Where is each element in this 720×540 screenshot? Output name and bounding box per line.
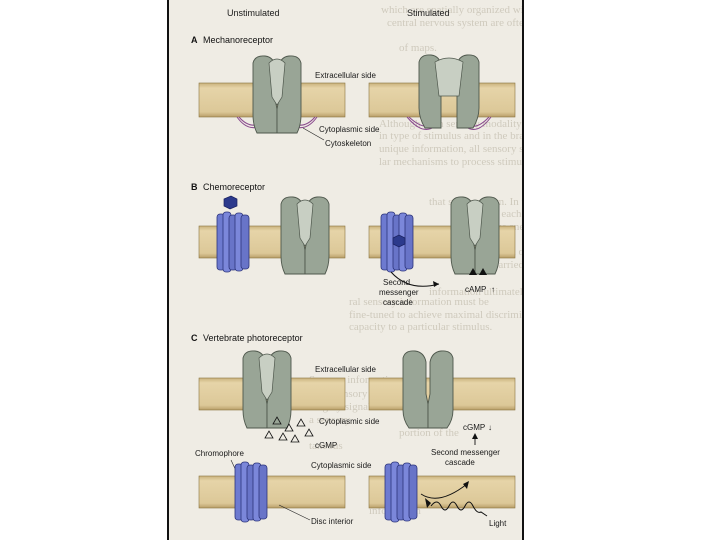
- chemoreceptor-unbound: [217, 212, 249, 272]
- label-second-c-2: cascade: [445, 458, 475, 467]
- panel-c-title: Vertebrate photoreceptor: [203, 333, 303, 343]
- label-cytoplasmic-a: Cytoplasmic side: [319, 125, 380, 134]
- textbook-page: which are spatially organized within the…: [167, 0, 524, 540]
- label-extracellular-a: Extracellular side: [315, 71, 376, 80]
- label-cytoskeleton: Cytoskeleton: [325, 139, 371, 148]
- header-stimulated: Stimulated: [407, 8, 450, 18]
- mechanoreceptor-channel-closed: [253, 56, 301, 133]
- chemo-channel-open: [451, 197, 499, 274]
- photo-channel-open: [243, 351, 291, 428]
- label-cgmp-right: cGMP: [463, 423, 485, 432]
- label-cgmp-left: cGMP: [315, 441, 337, 450]
- panel-b-title: Chemoreceptor: [203, 182, 265, 192]
- disc-membrane-left: [199, 476, 345, 508]
- rhodopsin-activated: [385, 462, 417, 522]
- panel-b-letter: B: [191, 182, 198, 192]
- label-cytoplasmic-c-2: Cytoplasmic side: [311, 461, 372, 470]
- label-light: Light: [489, 519, 507, 528]
- camp-up-arrow-icon: ↑: [491, 285, 495, 294]
- label-second-c-1: Second messenger: [431, 448, 500, 457]
- label-second-b-2: messenger: [379, 288, 419, 297]
- header-unstimulated: Unstimulated: [227, 8, 280, 18]
- label-extracellular-c: Extracellular side: [315, 365, 376, 374]
- panel-a-letter: A: [191, 35, 198, 45]
- label-cytoplasmic-c-1: Cytoplasmic side: [319, 417, 380, 426]
- odorant-ligand: [224, 196, 237, 209]
- label-chromophore: Chromophore: [195, 449, 244, 458]
- cytoskeleton-right: [407, 117, 491, 129]
- label-second-b-1: Second: [383, 278, 410, 287]
- label-second-b-3: cascade: [383, 298, 413, 307]
- panel-a-title: Mechanoreceptor: [203, 35, 273, 45]
- cgmp-down-arrow-icon: ↓: [488, 423, 492, 432]
- cascade-arrowhead-c-up: [472, 433, 478, 439]
- panel-c-letter: C: [191, 333, 198, 343]
- chemo-channel-closed: [281, 197, 329, 274]
- label-camp: cAMP: [465, 285, 486, 294]
- rhodopsin-dark: [235, 462, 267, 522]
- receptor-diagram: Unstimulated Stimulated A Mechanorecepto…: [169, 0, 522, 540]
- label-disc-interior: Disc interior: [311, 517, 354, 526]
- cascade-arrowhead-b: [433, 281, 439, 287]
- bound-ligand: [393, 235, 405, 247]
